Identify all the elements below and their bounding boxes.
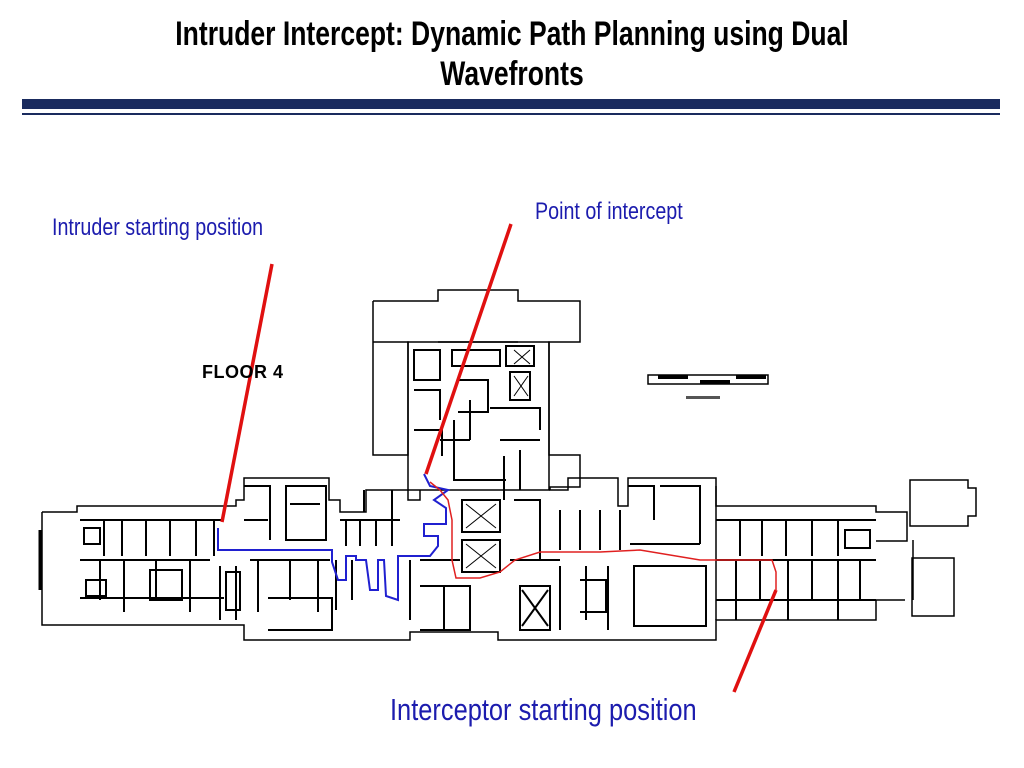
interceptor-start-label: Interceptor starting position (390, 692, 697, 727)
arrow-interceptor-start (732, 589, 778, 693)
interior-walls (80, 345, 876, 631)
arrow-intruder-start (220, 263, 274, 523)
slide-title-line-1: Intruder Intercept: Dynamic Path Plannin… (175, 15, 849, 53)
intruder-path (217, 473, 451, 602)
slide-title-line-2: Wavefronts (440, 55, 584, 93)
intruder-start-label: Intruder starting position (52, 214, 264, 241)
slide-title: Intruder Intercept: Dynamic Path Plannin… (113, 14, 912, 94)
floor-label: FLOOR 4 (202, 362, 284, 382)
interceptor-path (429, 481, 777, 590)
arrow-point-of-intercept (424, 223, 513, 475)
title-divider-bar (22, 99, 1000, 109)
title-divider-line (22, 113, 1000, 115)
scale-bar (647, 374, 769, 399)
point-of-intercept-label: Point of intercept (535, 198, 683, 225)
building-outline (38, 289, 977, 641)
